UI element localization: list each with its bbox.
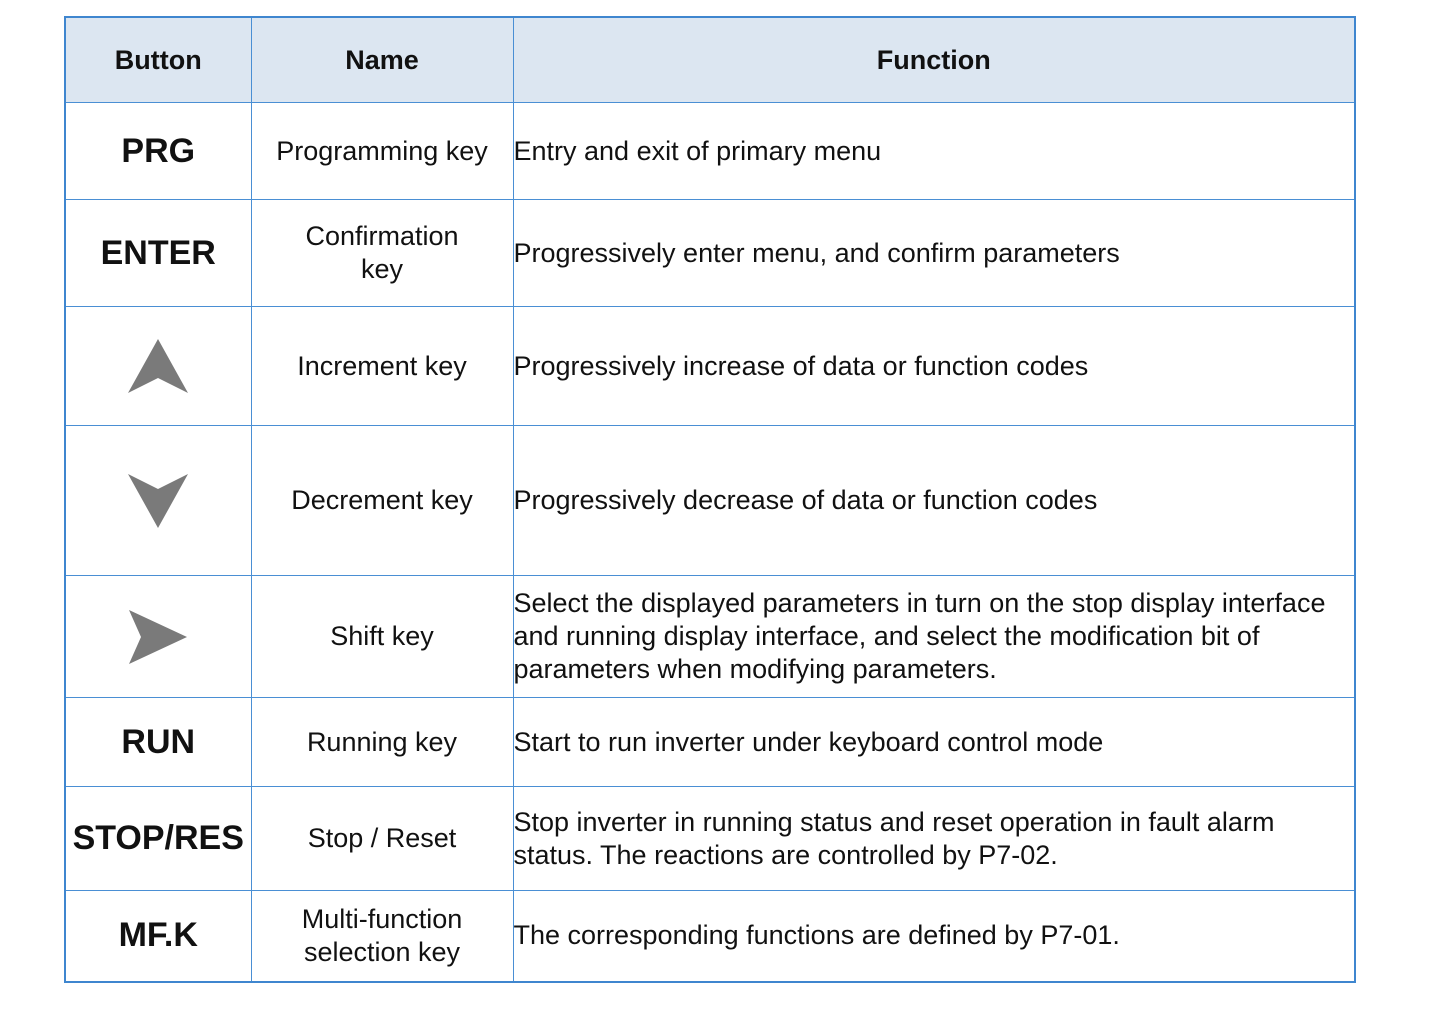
button-cell: ENTER: [64, 199, 252, 307]
header-row: Button Name Function: [64, 16, 1356, 103]
name-cell: Running key: [250, 697, 514, 787]
table-row: Decrement key Progressively decrease of …: [64, 425, 1356, 576]
down-arrow-icon: [128, 473, 189, 528]
table-row: MF.K Multi-function selection key The co…: [64, 890, 1356, 982]
function-cell: Select the displayed parameters in turn …: [512, 575, 1356, 698]
table-row: Shift key Select the displayed parameter…: [64, 575, 1356, 698]
function-cell: Progressively enter menu, and confirm pa…: [512, 199, 1356, 307]
button-cell: [64, 306, 252, 426]
table-header: Button Name Function: [64, 16, 1356, 103]
name-cell: Increment key: [250, 306, 514, 426]
function-cell: Progressively increase of data or functi…: [512, 306, 1356, 426]
header-function: Function: [512, 16, 1356, 103]
right-arrow-icon: [129, 609, 188, 664]
function-cell: The corresponding functions are defined …: [512, 890, 1356, 982]
function-cell: Entry and exit of primary menu: [512, 102, 1356, 200]
name-text: Confirmation key: [305, 221, 459, 284]
button-cell: STOP/RES: [64, 786, 252, 891]
table-row: ENTER Confirmation key Progressively ent…: [64, 199, 1356, 307]
button-cell: RUN: [64, 697, 252, 787]
button-cell: [64, 425, 252, 576]
name-cell: Confirmation key: [250, 199, 514, 307]
table-row: Increment key Progressively increase of …: [64, 306, 1356, 426]
table-row: RUN Running key Start to run inverter un…: [64, 697, 1356, 787]
keypad-functions-table: Button Name Function PRG Programming key…: [64, 16, 1356, 983]
button-cell: PRG: [64, 102, 252, 200]
header-name: Name: [250, 16, 514, 103]
header-button: Button: [64, 16, 252, 103]
name-cell: Decrement key: [250, 425, 514, 576]
function-cell: Progressively decrease of data or functi…: [512, 425, 1356, 576]
table-row: STOP/RES Stop / Reset Stop inverter in r…: [64, 786, 1356, 891]
function-cell: Stop inverter in running status and rese…: [512, 786, 1356, 891]
button-cell: [64, 575, 252, 698]
function-cell: Start to run inverter under keyboard con…: [512, 697, 1356, 787]
name-cell: Stop / Reset: [250, 786, 514, 891]
name-cell: Multi-function selection key: [250, 890, 514, 982]
button-cell: MF.K: [64, 890, 252, 982]
table-row: PRG Programming key Entry and exit of pr…: [64, 102, 1356, 200]
name-text: Multi-function selection key: [301, 903, 463, 967]
up-arrow-icon: [128, 339, 189, 393]
name-cell: Programming key: [250, 102, 514, 200]
name-cell: Shift key: [250, 575, 514, 698]
